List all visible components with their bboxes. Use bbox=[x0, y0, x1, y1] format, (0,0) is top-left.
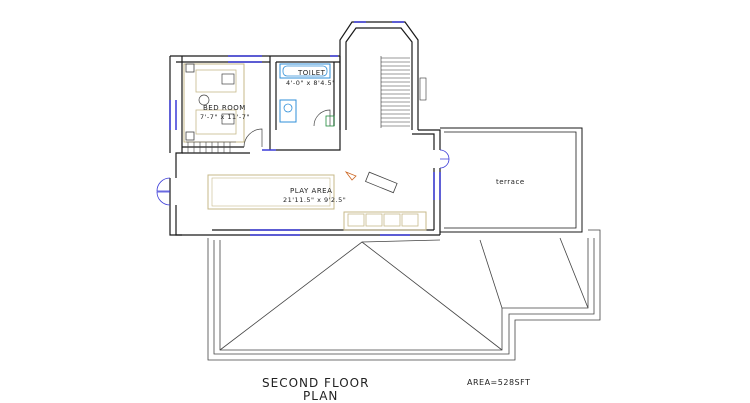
window-marks bbox=[169, 21, 441, 236]
plan-title-line1: SECOND FLOOR bbox=[262, 376, 370, 390]
toilet-label: TOILET bbox=[298, 69, 326, 77]
toilet-dimensions: 4'-0" x 8'4.5" bbox=[286, 79, 336, 87]
toilet-fixtures bbox=[279, 63, 335, 127]
play-area-dimensions: 21'11.5" x 9'2.5" bbox=[283, 196, 347, 204]
area-label: AREA=528SFT bbox=[467, 378, 531, 387]
bedroom-furniture bbox=[183, 63, 263, 153]
bedroom-dimensions: 7'-7" x 11'-7" bbox=[200, 113, 250, 121]
door-swings bbox=[156, 149, 450, 206]
terrace-label: terrace bbox=[496, 178, 525, 186]
bedroom-label: BED ROOM bbox=[203, 104, 246, 112]
plan-title-line2: PLAN bbox=[303, 389, 339, 403]
play-area-label: PLAY AREA bbox=[290, 187, 333, 195]
wall-lines bbox=[169, 21, 583, 236]
play-area-furniture bbox=[207, 171, 427, 231]
stairs bbox=[380, 56, 427, 128]
roof-outline bbox=[207, 229, 601, 361]
